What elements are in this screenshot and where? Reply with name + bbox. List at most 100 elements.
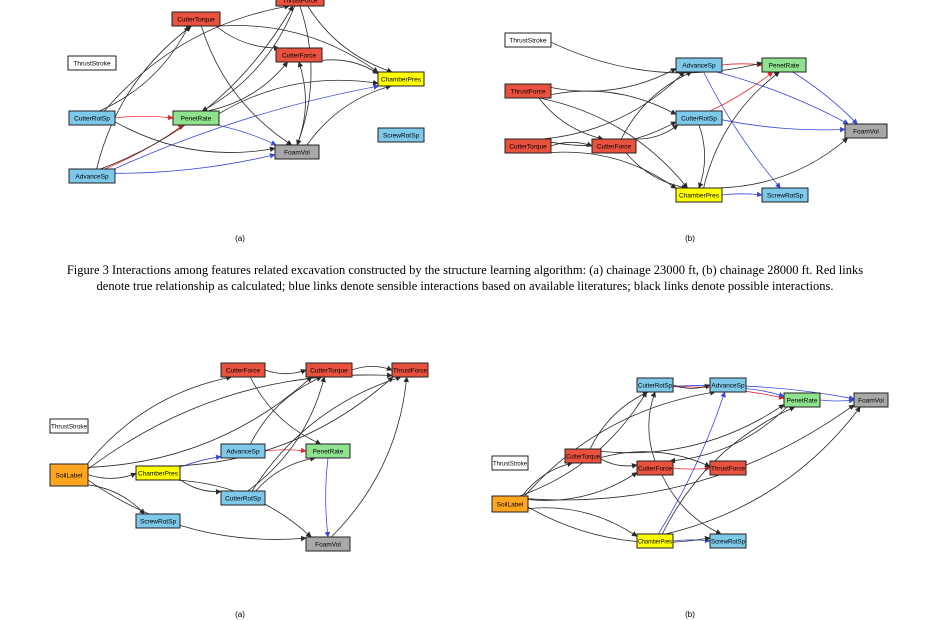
- edge-ChamberPres-to-FoamVol: [665, 406, 861, 535]
- node-label: CutterRotSp: [681, 115, 717, 122]
- edge-CutterForce-to-CutterTorque: [264, 369, 307, 375]
- node-box: [709, 460, 747, 476]
- node-box: [761, 187, 809, 203]
- node-box: [591, 138, 637, 154]
- node-box: [49, 418, 89, 434]
- edge-ThrustForce-to-ChamberPres: [307, 5, 393, 74]
- node-box: [275, 0, 325, 7]
- node-CutterTorque: CutterTorque: [564, 448, 602, 464]
- node-label: ScrewRotSp: [140, 518, 177, 525]
- edge-SoilLabel-to-AdvanceSp: [524, 390, 716, 497]
- node-PenetRate: PenetRate: [761, 57, 807, 73]
- edge-CutterTorque-to-FoamVol: [200, 25, 293, 146]
- node-label: AdvanceSp: [226, 448, 260, 455]
- edge-CutterForce-to-CutterRotSp: [635, 124, 679, 140]
- node-CutterTorque: CutterTorque: [305, 362, 353, 378]
- edge-PenetRate-to-CutterForce: [207, 61, 288, 112]
- node-label: ThrustStroke: [509, 37, 547, 44]
- node-ChamberPres: ChamberPres: [636, 533, 674, 549]
- node-label: ScrewRotSp: [383, 132, 420, 139]
- node-box: [377, 127, 425, 143]
- edge-ThrustForce-to-CutterRotSp: [550, 90, 677, 115]
- edge-SoilLabel-to-ChamberPres: [527, 507, 638, 537]
- node-CutterForce: CutterForce: [591, 138, 637, 154]
- edge-CutterForce-to-ThrustForce: [672, 465, 711, 472]
- edge-AdvanceSp-to-ThrustForce: [100, 5, 294, 170]
- edge-AdvanceSp-to-CutterTorque: [96, 25, 192, 170]
- edge-CutterRotSp-to-AdvanceSp: [672, 384, 711, 390]
- node-box: [504, 83, 552, 99]
- edge-ChamberPres-to-AdvanceSp: [657, 391, 726, 535]
- node-box: [761, 57, 807, 73]
- node-label: CutterTorque: [566, 453, 600, 460]
- diagram-top-a: CutterTorqueThrustForceCutterForceThrust…: [67, 0, 425, 243]
- edge-ThrustForce-to-CutterForce: [538, 97, 604, 141]
- edge-CutterTorque-to-CutterRotSp: [589, 391, 649, 450]
- node-ThrustForce: ThrustForce: [391, 362, 429, 378]
- diagram-bottom-a: CutterForce CutterTorque ThrustForceThrust…: [49, 362, 429, 619]
- node-ChamberPres: ChamberPres: [675, 187, 723, 203]
- edge-ThrustForce-to-AdvanceSp: [550, 68, 677, 92]
- node-FoamVol: FoamVol: [853, 392, 889, 408]
- edge-CutterTorque-to-AdvanceSp: [542, 71, 685, 140]
- node-label: ThrustForce: [282, 0, 317, 4]
- node-FoamVol: FoamVol: [305, 536, 351, 552]
- node-CutterForce: CutterForce: [275, 47, 323, 63]
- node-label: CutterForce: [638, 465, 672, 472]
- node-box: [220, 443, 266, 459]
- node-box: [783, 392, 821, 408]
- edge-ChamberPres-to-FoamVol: [717, 137, 849, 189]
- figure-caption: Figure 3 Interactions among features rel…: [66, 263, 864, 293]
- edge-CutterTorque-to-PenetRate: [600, 404, 785, 454]
- node-ThrustStroke: ThrustStroke: [504, 32, 552, 48]
- node-label: ThrustStroke: [51, 423, 87, 430]
- edge-CutterRotSp-to-ChamberPres: [698, 124, 705, 189]
- node-label: ThrustForce: [711, 465, 745, 472]
- node-CutterRotSp: CutterRotSp: [636, 377, 674, 393]
- node-label: PenetRate: [769, 62, 800, 69]
- edge-SoilLabel-to-FoamVol: [87, 479, 307, 542]
- node-PenetRate: PenetRate: [172, 110, 220, 126]
- node-box: [220, 362, 266, 378]
- node-box: [305, 362, 353, 378]
- edge-AdvanceSp-to-FoamVol: [716, 71, 849, 125]
- edge-AdvanceSp-to-PenetRate: [264, 447, 307, 454]
- node-box: [274, 144, 320, 160]
- node-ThrustStroke: ThrustStroke: [67, 55, 117, 71]
- edge-ChamberPres-to-FoamVol: [174, 479, 312, 538]
- edge-FoamVol-to-ThrustForce: [331, 376, 410, 538]
- node-label: CutterTorque: [310, 367, 348, 374]
- subfigure-label-top-b: (b): [685, 234, 695, 243]
- node-label: ChamberPres: [381, 76, 422, 83]
- node-CutterForce: CutterForce: [220, 362, 266, 378]
- edge-SoilLabel-to-CutterForce: [527, 472, 638, 501]
- node-label: CutterRotSp: [74, 115, 110, 122]
- node-label: CutterRotSp: [638, 382, 672, 389]
- edge-ThrustStroke-to-PenetRate: [550, 41, 763, 74]
- node-label: ThrustStroke: [73, 60, 111, 67]
- edge-CutterTorque-to-ThrustForce: [600, 451, 711, 467]
- node-box: [853, 392, 889, 408]
- node-ThrustStroke: ThrustStroke: [491, 455, 529, 471]
- node-label: AdvanceSp: [75, 173, 109, 180]
- edge-CutterTorque-to-CutterForce: [550, 141, 593, 147]
- edge-CutterTorque-to-CutterForce: [600, 458, 638, 469]
- node-label: ThrustStroke: [493, 460, 527, 467]
- edge-AdvanceSp-to-ScrewRotSp: [703, 71, 781, 189]
- node-label: ScrewRotSp: [767, 192, 804, 199]
- node-box: [504, 32, 552, 48]
- edge-PenetRate-to-ChamberPres: [218, 79, 379, 114]
- edge-CutterTorque-to-ChamberPres: [550, 151, 677, 189]
- node-label: FoamVol: [284, 149, 310, 156]
- edge-CutterRotSp-to-PenetRate: [255, 456, 316, 492]
- node-box: [49, 463, 89, 487]
- node-AdvanceSp: AdvanceSp: [220, 443, 266, 459]
- edge-AdvanceSp-to-CutterTorque: [250, 376, 323, 445]
- subfigure-label-bottom-b: (b): [685, 610, 695, 619]
- node-box: [491, 455, 529, 471]
- node-box: [564, 448, 602, 464]
- node-label: PenetRate: [787, 397, 818, 404]
- edge-CutterForce-to-PenetRate: [249, 376, 322, 445]
